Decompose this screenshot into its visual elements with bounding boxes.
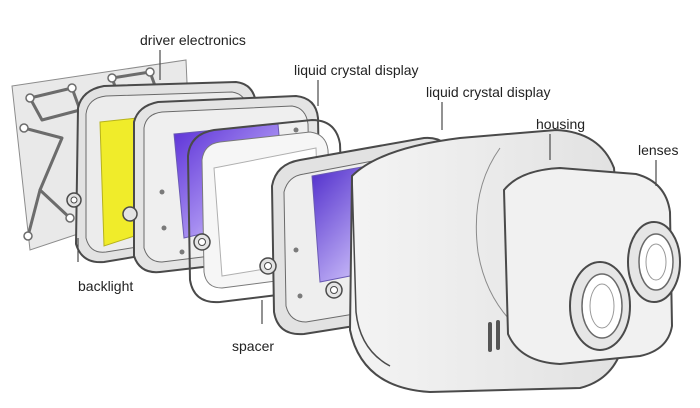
label-spacer: spacer bbox=[232, 338, 275, 354]
lenses-part bbox=[502, 166, 681, 366]
label-driver-electronics: driver electronics bbox=[140, 32, 246, 48]
label-liquid-crystal-display-2: liquid crystal display bbox=[426, 84, 551, 100]
label-liquid-crystal-display-1: liquid crystal display bbox=[294, 62, 419, 78]
label-lenses: lenses bbox=[638, 142, 679, 158]
leader-lines bbox=[77, 50, 657, 324]
label-housing: housing bbox=[536, 116, 586, 132]
label-backlight: backlight bbox=[78, 278, 134, 294]
